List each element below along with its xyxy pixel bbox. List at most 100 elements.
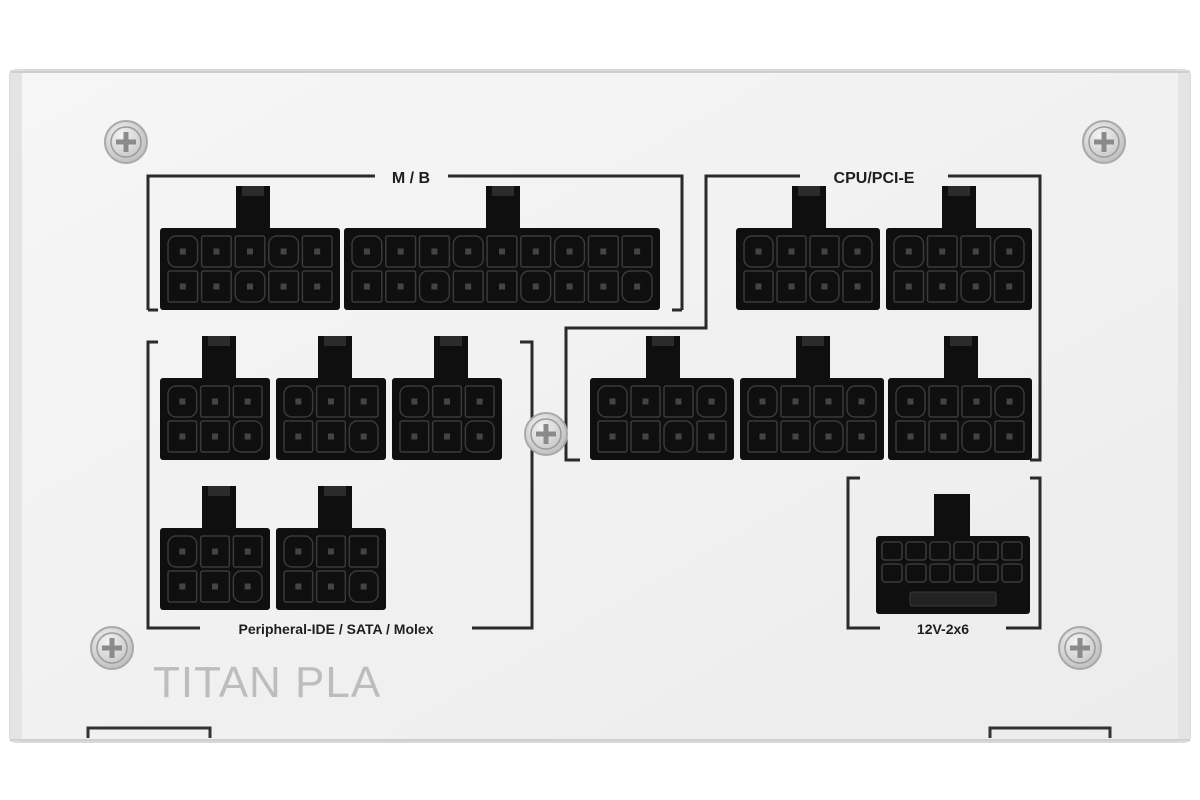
panel-bottom-left-notch: [86, 726, 212, 738]
screw-center-slot-v: [543, 424, 549, 444]
mb-connector-10pin-pin-hole: [280, 248, 287, 255]
cpu-pcie-connector-3-pin-hole: [708, 398, 715, 405]
highpower-12v-2x6-connector-pin: [1001, 563, 1023, 583]
peripheral-connector-2-pin-hole: [295, 398, 302, 405]
screw-bottom-right-rim: [1064, 632, 1096, 664]
peripheral-connector-4-pin-hole: [244, 583, 251, 590]
peripheral-connector-4-pin-hole: [179, 583, 186, 590]
peripheral-connector-3-pin-hole: [476, 398, 483, 405]
peripheral-connector-3: [392, 336, 502, 460]
cpu-pcie-connector-2-latch-clip-0: [948, 186, 970, 196]
cpu-pcie-connector-1-pin-hole: [755, 283, 762, 290]
cpu-pcie-connector-5: [888, 336, 1032, 460]
mb-connector-18pin-pin-hole: [532, 283, 539, 290]
cpu-pcie-connector-1-latch-clip-0: [798, 186, 820, 196]
peripheral-connector-4-pin-hole: [212, 583, 218, 590]
mb-connector-18pin-pin-hole: [431, 248, 438, 255]
mb-connector-18pin-pin-hole: [566, 248, 573, 255]
cpu-pcie-connector-3-pin-hole: [609, 433, 616, 440]
cpu-pcie-connector-4-pin-hole: [792, 433, 799, 440]
cpu-pcie-connector-5-pin-hole: [907, 433, 914, 440]
mb-connector-18pin-pin-hole: [465, 283, 472, 290]
cpu-pcie-connector-5-pin-hole: [973, 433, 980, 440]
phillips-screw-icon: [524, 412, 568, 456]
label-cpu-pcie: CPU/PCI-E: [834, 170, 915, 187]
peripheral-connector-3-pin-hole: [444, 398, 450, 405]
cpu-pcie-connector-2: [886, 186, 1032, 310]
mb-connector-10pin-pin-hole: [247, 283, 253, 290]
cpu-pcie-connector-3-pin-hole: [708, 433, 715, 440]
peripheral-connector-1-pin-hole: [244, 433, 251, 440]
screw-center-rim: [530, 418, 562, 450]
peripheral-connector-5-pin-hole: [328, 548, 334, 555]
mb-connector-18pin-pin-hole: [634, 248, 641, 255]
cpu-pcie-connector-2-pin-hole: [905, 283, 912, 290]
highpower-12v-2x6-connector-pin: [905, 541, 927, 561]
mb-connector-18pin-latch-clip-0: [492, 186, 514, 196]
bracket-lines: [146, 174, 1042, 630]
mb-connector-10pin-pin-hole: [247, 248, 253, 255]
cpu-pcie-connector-1-pin-hole: [821, 283, 828, 290]
cpu-pcie-connector-1-pin-hole: [788, 283, 795, 290]
mb-connector-18pin-pin-hole: [397, 283, 404, 290]
panel-right-edge: [1178, 70, 1190, 742]
cpu-pcie-connector-2-pin-hole: [1006, 283, 1013, 290]
highpower-12v-2x6-connector-pin: [977, 563, 999, 583]
peripheral-connector-1-pin-hole: [179, 433, 186, 440]
cpu-pcie-connector-4-latch-clip-0: [802, 336, 824, 346]
mb-connector-10pin: [160, 186, 340, 310]
mb-connector-18pin-pin-hole: [363, 283, 370, 290]
screw-top-left-rim: [110, 126, 142, 158]
label-peripheral: Peripheral-IDE / SATA / Molex: [238, 621, 433, 637]
peripheral-connector-1-latch-clip-0: [208, 336, 230, 346]
mb-connector-18pin-pin-hole: [431, 283, 438, 290]
highpower-12v-2x6-connector-pin: [929, 541, 951, 561]
screw-bottom-right-slot-v: [1077, 638, 1083, 658]
peripheral-connector-3-pin-hole: [411, 398, 418, 405]
cpu-pcie-connector-5-latch-clip-0: [950, 336, 972, 346]
mb-connector-18pin-pin-hole: [499, 283, 505, 290]
screw-top-left-slot-v: [123, 132, 129, 152]
phillips-screw-icon: [1058, 626, 1102, 670]
cpu-pcie-connector-2-pin-hole: [939, 248, 946, 255]
highpower-12v-2x6-connector-pin: [977, 541, 999, 561]
phillips-screw-icon: [104, 120, 148, 164]
mb-connector-10pin-pin-hole: [213, 283, 220, 290]
peripheral-connector-4-latch-clip-0: [208, 486, 230, 496]
cpu-pcie-connector-5-pin-hole: [973, 398, 980, 405]
mb-connector-18pin-pin-hole: [363, 248, 370, 255]
cpu-pcie-connector-5-pin-hole: [940, 398, 947, 405]
screw-top-right-rim: [1088, 126, 1120, 158]
peripheral-connector-2-latch-clip-0: [324, 336, 346, 346]
cpu-pcie-connector-3-pin-hole: [675, 398, 682, 405]
mb-connector-18pin-pin-hole: [566, 283, 573, 290]
highpower-12v-2x6-connector: [876, 494, 1030, 614]
peripheral-connector-1: [160, 336, 270, 460]
cpu-pcie-connector-4-pin-hole: [858, 398, 865, 405]
cpu-pcie-connector-3-pin-hole: [642, 433, 649, 440]
peripheral-connector-5-pin-hole: [295, 548, 302, 555]
label-motherboard: M / B: [392, 170, 430, 187]
mb-connector-10pin-pin-hole: [179, 248, 186, 255]
peripheral-connector-2-pin-hole: [328, 398, 334, 405]
peripheral-connector-2-pin-hole: [360, 433, 367, 440]
cpu-pcie-connector-2-pin-hole: [972, 283, 979, 290]
highpower-12v-2x6-connector-pin: [881, 563, 903, 583]
brand-logo-text: TITAN PLA: [153, 658, 381, 707]
cpu-pcie-connector-4-pin-hole: [759, 433, 766, 440]
highpower-12v-2x6-connector-pin: [953, 541, 975, 561]
cpu-pcie-connector-4-pin-hole: [759, 398, 766, 405]
cpu-pcie-connector-1-pin-hole: [821, 248, 828, 255]
peripheral-connector-3-pin-hole: [411, 433, 418, 440]
mb-connector-10pin-latch-clip-0: [242, 186, 264, 196]
peripheral-connector-3-pin-hole: [476, 433, 483, 440]
cpu-pcie-connector-4-pin-hole: [792, 398, 799, 405]
screw-group: [90, 120, 1126, 670]
highpower-12v-2x6-connector-latch: [934, 494, 970, 538]
screw-top-right-slot-v: [1101, 132, 1107, 152]
cpu-pcie-connector-2-pin-hole: [939, 283, 946, 290]
peripheral-connector-3-latch-clip-0: [440, 336, 462, 346]
phillips-screw-icon: [1082, 120, 1126, 164]
peripheral-connector-2-pin-hole: [360, 398, 367, 405]
